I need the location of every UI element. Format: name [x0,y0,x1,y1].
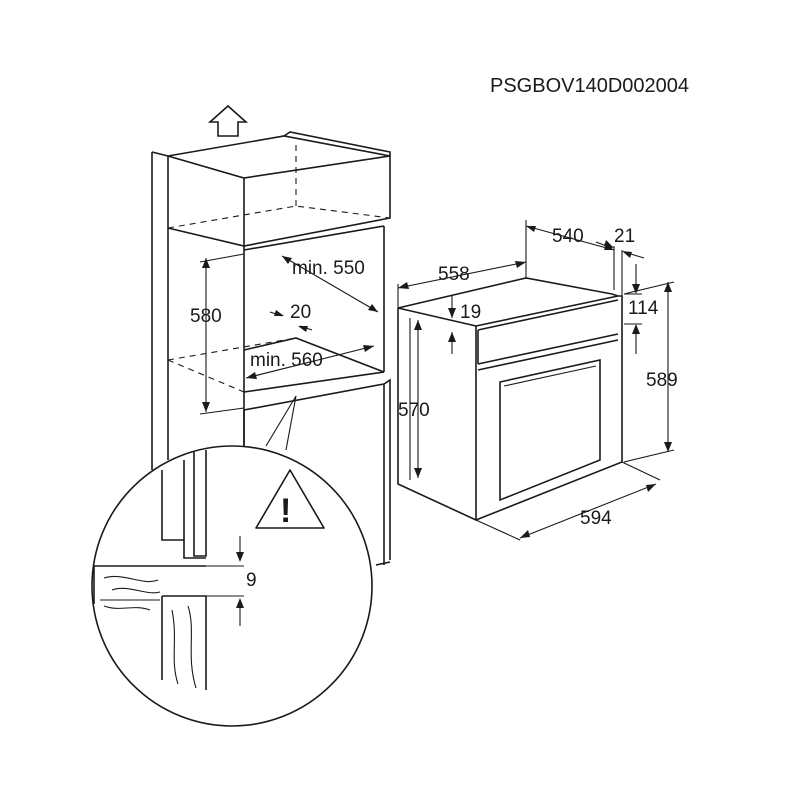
up-arrow-icon [207,104,249,137]
cabinet-gap-label: 20 [290,302,311,323]
dimension-oven-total-depth: 558 [397,261,527,308]
oven-front-height-label: 589 [646,370,678,391]
dimension-oven-panel: 114 [624,264,659,354]
dimension-cabinet-depth: min. 560 [245,345,375,379]
cabinet-width-label: min. 550 [292,258,365,279]
warning-triangle-icon: ! [255,469,325,530]
dimension-oven-depth: 540 [525,220,615,278]
oven [397,277,623,522]
dimension-oven-body-height: 570 [398,320,430,478]
dimension-oven-front-height: 589 [623,281,678,463]
oven-body-height-label: 570 [398,400,430,421]
oven-door-label: 21 [614,226,635,247]
dimension-oven-top-offset: 19 [448,296,481,354]
clearance-label: 9 [246,570,257,591]
oven-panel-label: 114 [628,298,659,319]
dimension-cabinet-width: min. 550 [281,255,379,313]
oven-width-label: 594 [580,508,612,529]
cabinet [151,131,391,566]
dimension-oven-width: 594 [475,461,661,541]
detail-magnifier: ! 9 [91,395,373,727]
dimension-cabinet-height: 580 [190,253,245,415]
cabinet-depth-label: min. 560 [250,350,323,371]
warning-symbol: ! [280,492,291,530]
oven-total-depth-label: 558 [438,264,470,285]
dimension-oven-door: 21 [595,226,645,296]
oven-top-offset-label: 19 [460,302,481,323]
dimension-cabinet-gap: 20 [269,302,313,332]
cabinet-height-label: 580 [190,306,222,327]
oven-depth-label: 540 [552,226,584,247]
product-code: PSGBOV140D002004 [490,75,689,97]
